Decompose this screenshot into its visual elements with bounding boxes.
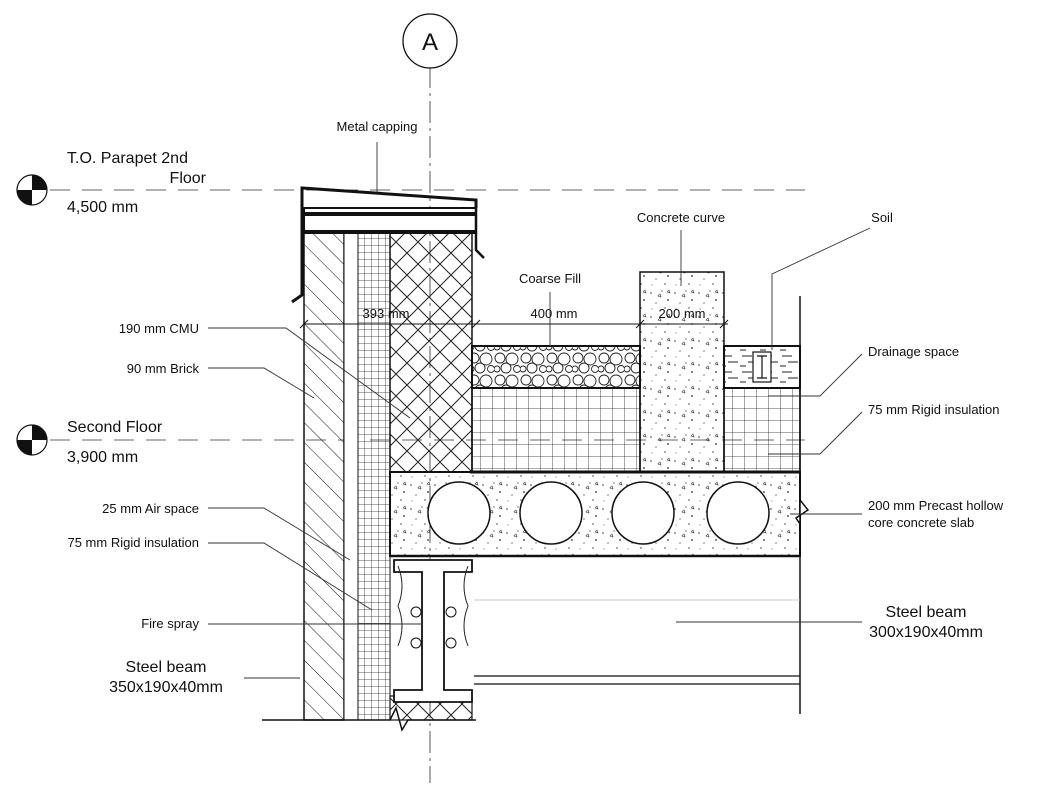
- roof-insulation-right: [723, 387, 801, 473]
- label-hollow-core-2: core concrete slab: [868, 515, 974, 530]
- label-cmu: 190 mm CMU: [119, 321, 199, 336]
- label-rigid-insulation-left: 75 mm Rigid insulation: [67, 535, 199, 550]
- level-second-elevation: 3,900 mm: [67, 449, 138, 466]
- grid-bubble: [402, 13, 458, 69]
- label-steel-beam-right-2: 300x190x40mm: [869, 624, 983, 641]
- label-concrete-curve: Concrete curve: [637, 210, 725, 225]
- label-metal-capping: Metal capping: [337, 119, 418, 134]
- level-target-parapet-icon: [16, 174, 48, 206]
- cmu-layer: [389, 231, 473, 473]
- concrete-curb: [639, 271, 725, 473]
- label-air-space: 25 mm Air space: [102, 501, 199, 516]
- brick-layer: [303, 231, 345, 721]
- level-parapet-name-2: Floor: [170, 170, 207, 187]
- coarse-fill-layer: [471, 345, 641, 389]
- drain-icon: [752, 351, 772, 383]
- level-parapet-name-1: T.O. Parapet 2nd: [67, 150, 188, 167]
- steel-beam-section: [393, 559, 473, 703]
- label-rigid-insulation-right: 75 mm Rigid insulation: [868, 402, 1000, 417]
- label-coarse-fill: Coarse Fill: [519, 271, 581, 286]
- leader-lines: [208, 142, 871, 679]
- metal-capping: [291, 186, 478, 304]
- label-fire-spray: Fire spray: [141, 616, 199, 631]
- label-drainage: Drainage space: [868, 344, 959, 359]
- label-steel-beam-right-1: Steel beam: [886, 604, 967, 621]
- label-hollow-core-1: 200 mm Precast hollow: [868, 498, 1004, 513]
- dim-fill: 400 mm: [531, 306, 578, 321]
- label-brick: 90 mm Brick: [127, 361, 200, 376]
- dim-curb: 200 mm: [659, 306, 706, 321]
- label-steel-beam-left-1: Steel beam: [126, 659, 207, 676]
- air-space-layer: [343, 231, 359, 721]
- level-target-second-icon: [16, 424, 48, 456]
- grid-marker-label: A: [422, 29, 438, 56]
- bottom-break-line: [262, 705, 476, 732]
- label-steel-beam-left-2: 350x190x40mm: [109, 679, 223, 696]
- label-soil: Soil: [871, 210, 893, 225]
- dimension-lines: [299, 319, 729, 329]
- slab-cores: [427, 481, 770, 545]
- level-parapet-elevation: 4,500 mm: [67, 199, 138, 216]
- level-second-name: Second Floor: [67, 419, 163, 436]
- dim-wall: 393 mm: [363, 306, 410, 321]
- capping-block: [303, 207, 477, 233]
- roof-insulation-left: [471, 387, 641, 473]
